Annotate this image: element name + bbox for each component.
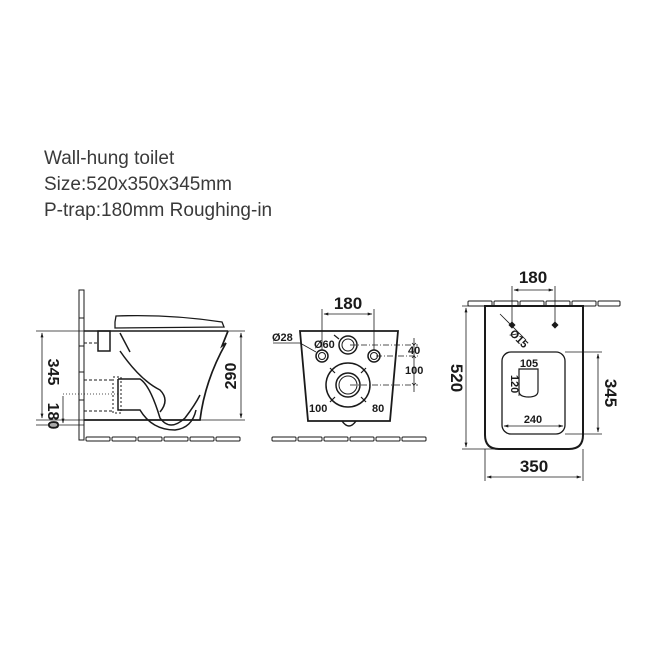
dim-100-right-rear: 100 [405, 365, 423, 377]
dim-350-top: 350 [520, 457, 548, 476]
dim-inlet-rear: Ø60 [314, 339, 335, 351]
dim-180-rear: 180 [334, 294, 362, 313]
dim-520-top: 520 [447, 364, 466, 392]
caption-size: Size:520x350x345mm [44, 174, 232, 195]
side-view [36, 289, 245, 442]
rear-view [271, 309, 427, 442]
dim-180-side: 180 [44, 403, 61, 430]
dim-105-top: 105 [520, 358, 538, 370]
dim-240-top: 240 [524, 414, 542, 426]
dim-120-top: 120 [508, 375, 520, 393]
dim-100-left-rear: 100 [309, 403, 327, 415]
dim-345-top: 345 [601, 379, 620, 407]
dim-80-rear: 80 [372, 403, 384, 415]
dim-bolt-hole-top: Ø15 [507, 328, 530, 351]
dim-290-side: 290 [223, 363, 240, 390]
product-caption: Wall-hung toilet Size:520x350x345mm P-tr… [44, 146, 272, 224]
top-view [462, 286, 621, 481]
dim-345-side: 345 [44, 359, 61, 386]
caption-title: Wall-hung toilet [44, 148, 175, 169]
caption-trap: P-trap:180mm Roughing-in [44, 200, 273, 221]
dim-bolt-hole-rear: Ø28 [272, 332, 293, 344]
dim-180-top: 180 [519, 268, 547, 287]
dim-40-rear: 40 [408, 345, 420, 357]
